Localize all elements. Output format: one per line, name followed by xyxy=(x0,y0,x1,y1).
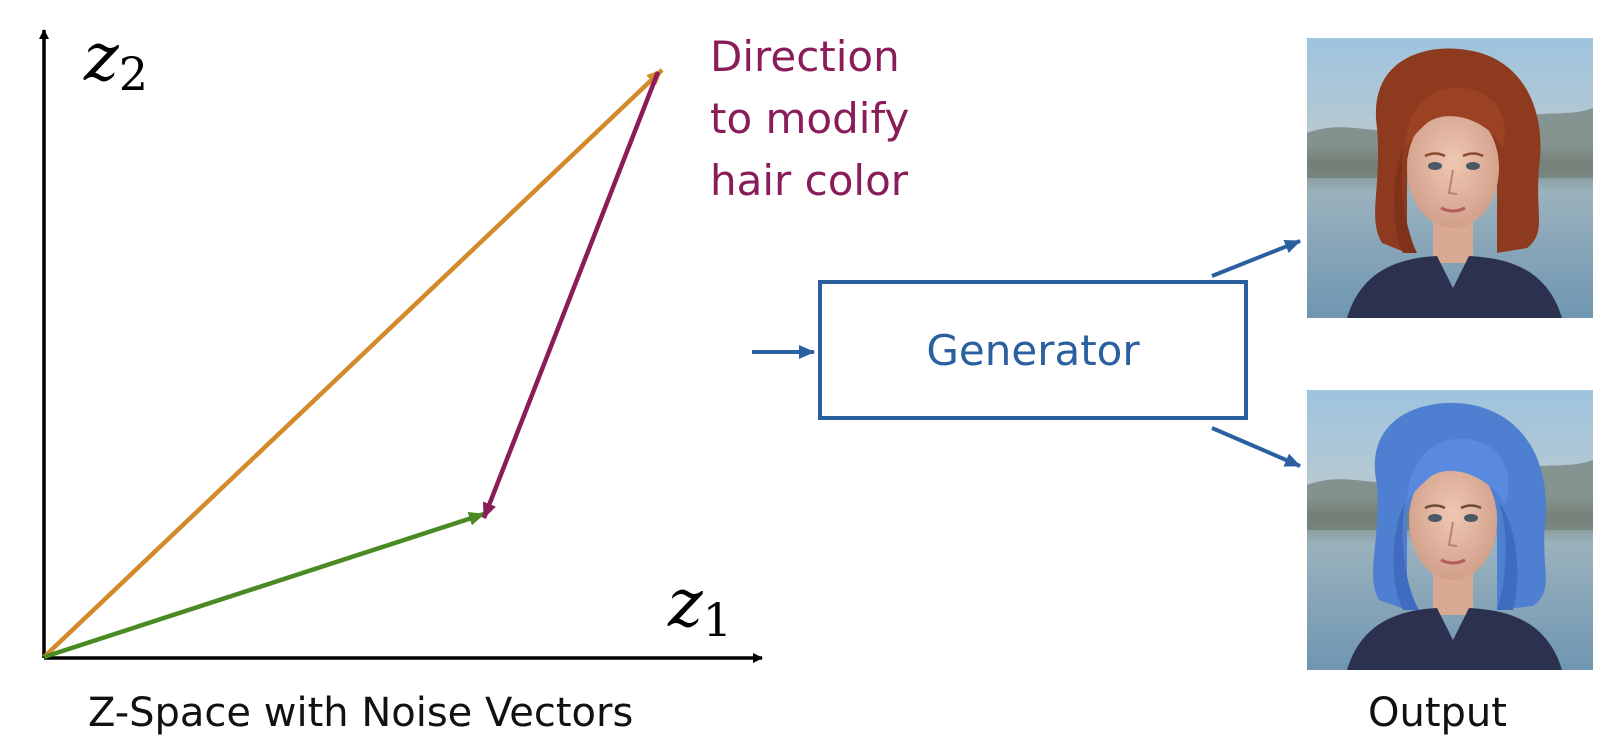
portrait-red-hair-icon xyxy=(1307,38,1593,318)
direction-vector xyxy=(481,71,661,519)
output-arrow-bottom xyxy=(1211,426,1301,468)
x-axis-label: z1 xyxy=(667,565,732,647)
portrait-blue-hair-icon xyxy=(1307,390,1593,670)
generator-label: Generator xyxy=(926,325,1140,375)
output-caption: Output xyxy=(1368,690,1507,736)
generator-box: Generator xyxy=(818,280,1248,420)
direction-label-line: hair color xyxy=(710,156,909,205)
output-arrow-top xyxy=(1211,239,1301,278)
direction-label: Direction to modify hair color xyxy=(710,26,1010,212)
direction-label-line: Direction xyxy=(710,32,900,81)
direction-label-line: to modify xyxy=(710,94,910,143)
orange-noise-vector xyxy=(42,68,664,659)
zspace-caption: Z-Space with Noise Vectors xyxy=(88,690,633,736)
green-noise-vector xyxy=(43,511,485,660)
y-axis-label: z2 xyxy=(83,19,148,101)
